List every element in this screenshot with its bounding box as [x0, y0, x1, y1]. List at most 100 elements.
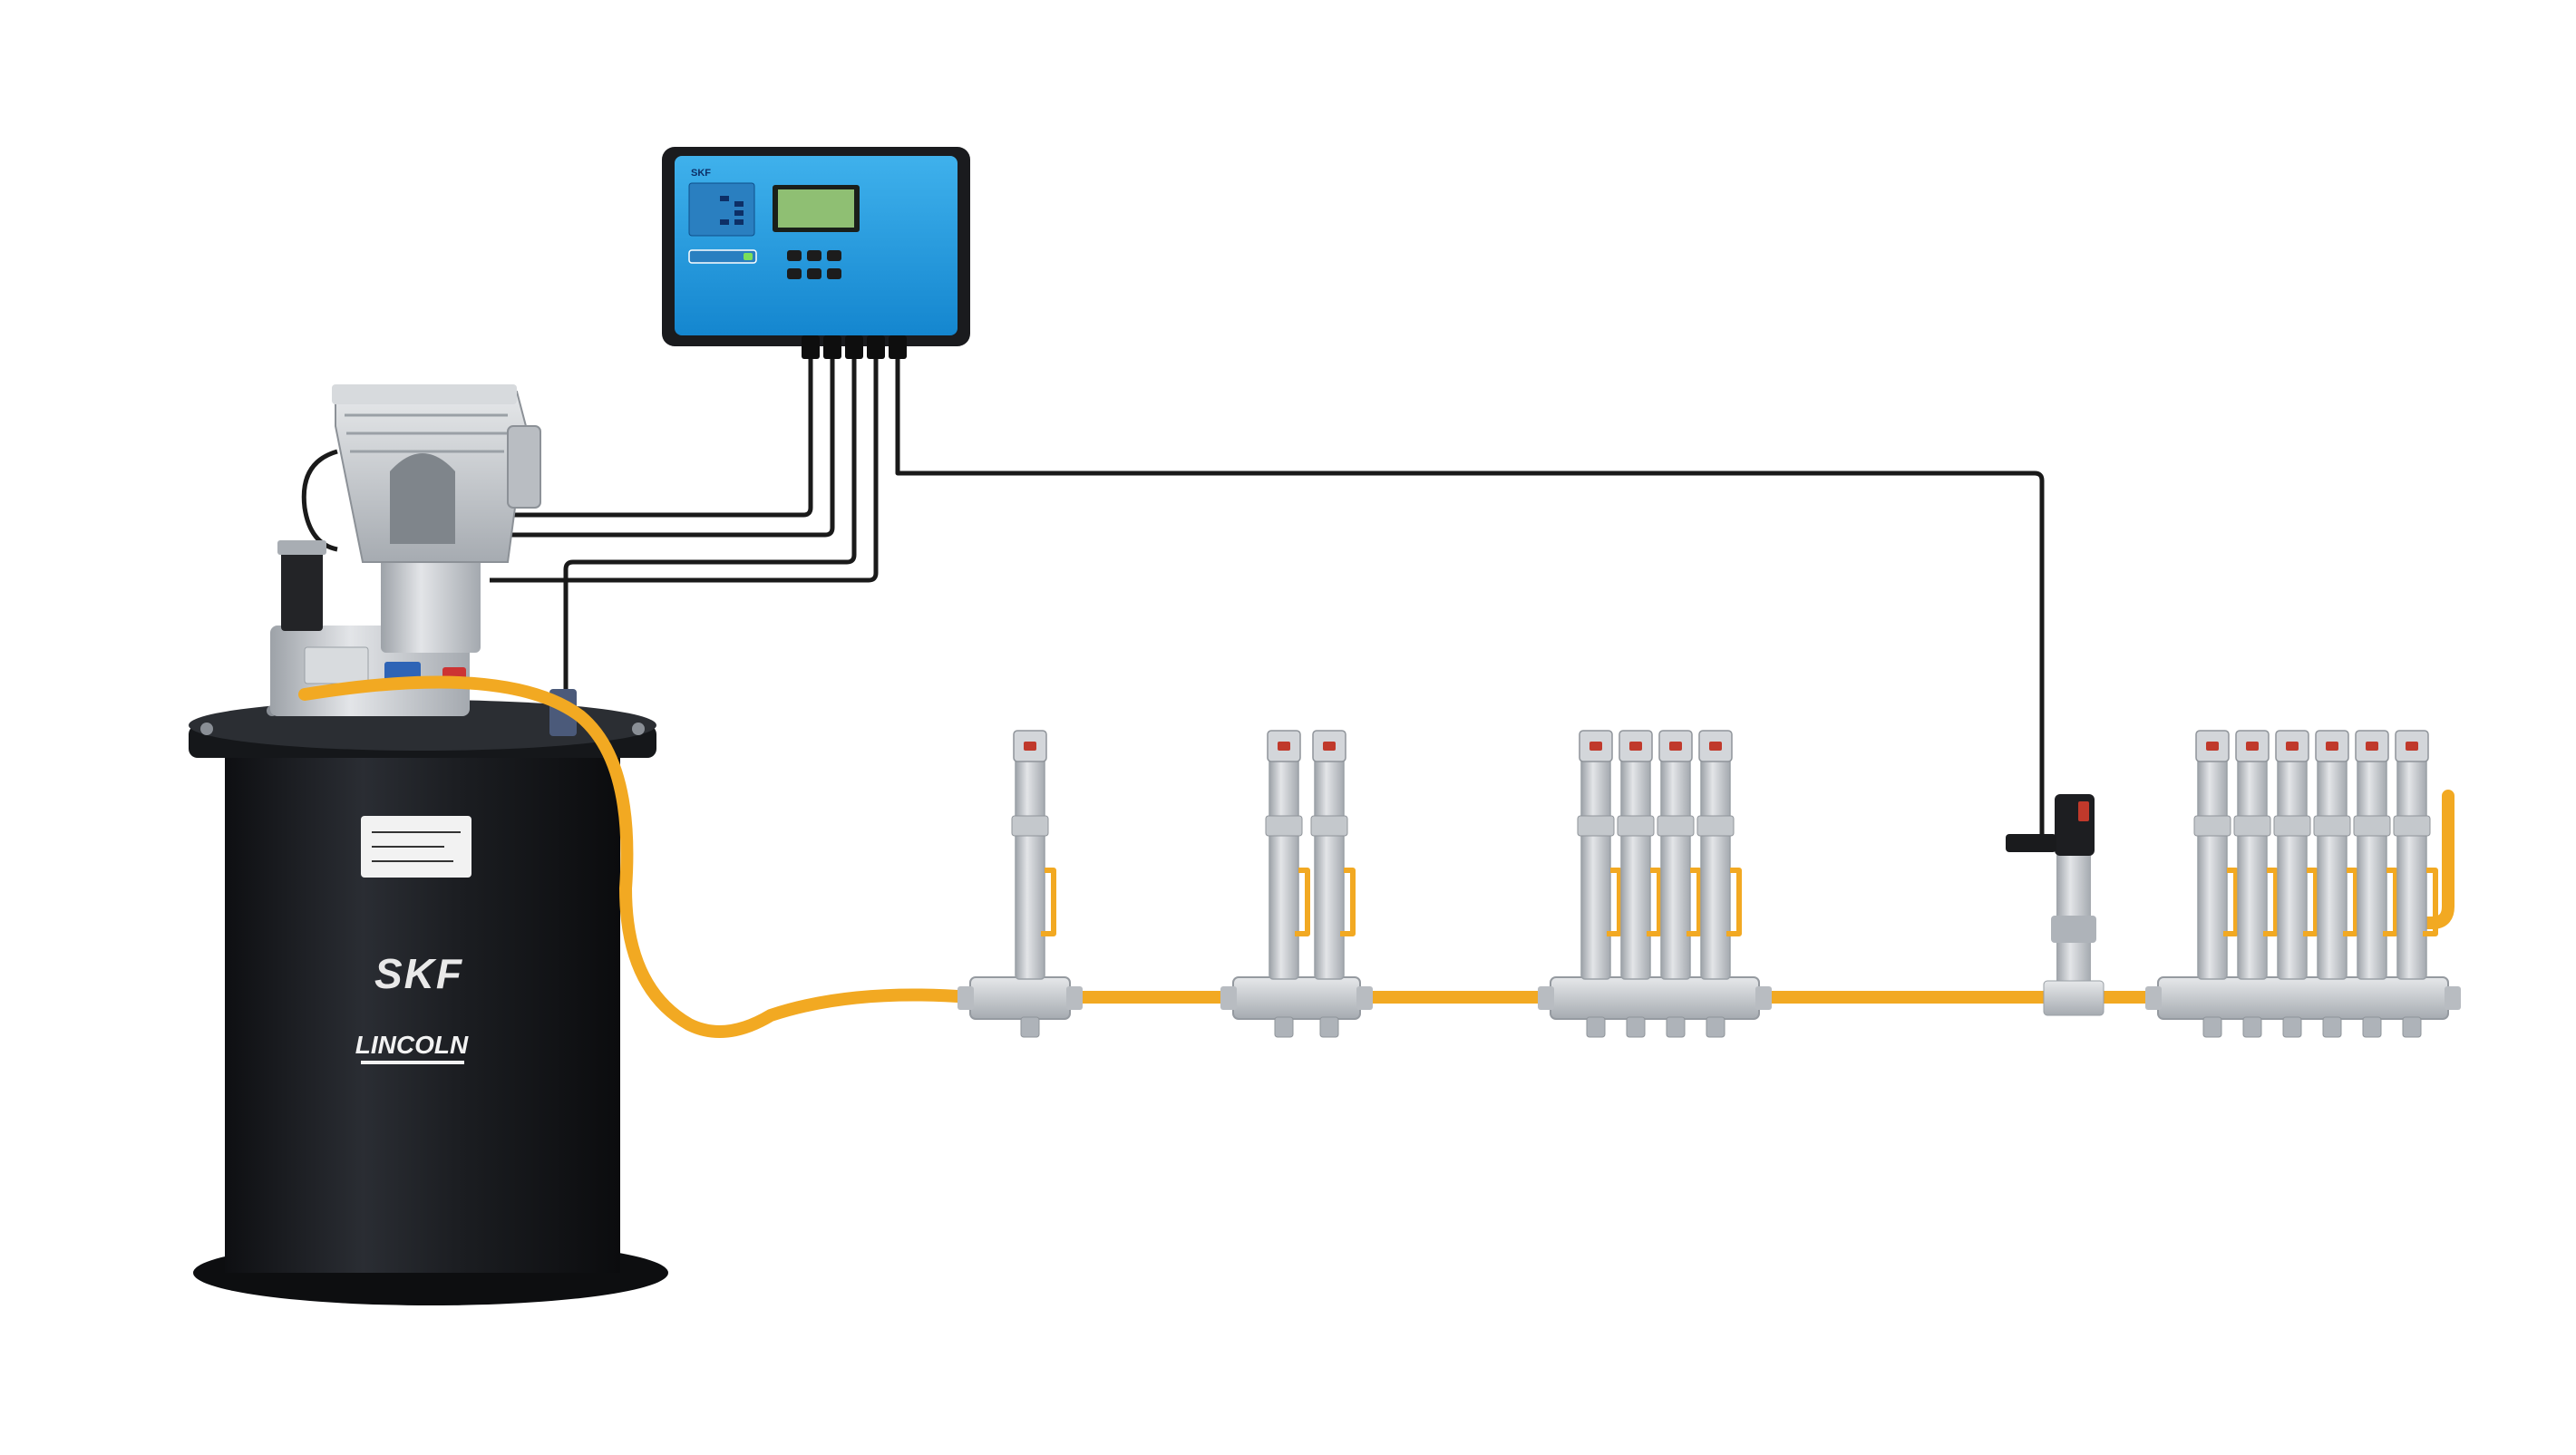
controller-brand: SKF — [691, 168, 711, 179]
injector-outlet-tube — [1647, 868, 1662, 936]
injector-body — [2277, 752, 2308, 980]
injector-outlet-tube — [2303, 868, 2318, 936]
injector-outlet-fitting — [2282, 1016, 2302, 1038]
key-3 — [827, 250, 841, 261]
key-1 — [787, 250, 802, 261]
pump-motor-lower — [381, 544, 481, 653]
injector-indicator — [1278, 742, 1290, 751]
key-2 — [807, 250, 821, 261]
pump-brand-logo: SKF — [374, 950, 463, 997]
injector-outlet-fitting — [1706, 1016, 1725, 1038]
pressure-switch-indicator — [2078, 801, 2089, 821]
injector-nut — [1696, 815, 1735, 837]
injector-body — [1314, 752, 1345, 980]
injector-indicator — [2326, 742, 2338, 751]
manifold-end-cap — [1755, 986, 1772, 1010]
injector-body — [1700, 752, 1731, 980]
injector-outlet-tube — [1726, 868, 1742, 936]
injector — [1577, 730, 1622, 1038]
controller-status-led — [744, 253, 753, 260]
controller-status-strip — [688, 249, 757, 264]
supply-line-branch — [2406, 790, 2454, 929]
injector-indicator — [1709, 742, 1722, 751]
injector-outlet-fitting — [2402, 1016, 2422, 1038]
injector-body — [2197, 752, 2228, 980]
pressure-switch-nut — [2051, 916, 2096, 943]
injector-nut — [2313, 815, 2351, 837]
manifold-end-cap — [2445, 986, 2461, 1010]
controller-cable-glands — [802, 335, 907, 359]
injector-indicator — [1323, 742, 1336, 751]
injector — [1310, 730, 1356, 1038]
injector — [1011, 730, 1056, 1038]
cable-to-pump-mid — [490, 349, 835, 538]
injector-nut — [1265, 815, 1303, 837]
key-5 — [807, 268, 821, 279]
injector — [2353, 730, 2398, 1038]
injector-nut — [2273, 815, 2311, 837]
injector-nut — [1617, 815, 1655, 837]
key-6 — [827, 268, 841, 279]
injector-body — [1015, 752, 1045, 980]
injector-outlet-tube — [2383, 868, 2398, 936]
injector-manifold — [969, 976, 1071, 1020]
injector — [2393, 730, 2438, 1038]
injector-outlet-fitting — [2362, 1016, 2382, 1038]
injector — [2233, 730, 2279, 1038]
manifold-end-cap — [2145, 986, 2162, 1010]
injector-outlet-tube — [1687, 868, 1702, 936]
injector-block-2 — [1220, 730, 1373, 1038]
cable-to-pump-top — [490, 349, 813, 518]
pump-motor-cap — [332, 384, 517, 404]
injector-manifold — [2157, 976, 2449, 1020]
controller-lcd-screen — [778, 189, 854, 228]
injector-nut — [1577, 815, 1615, 837]
cable-to-pump-low — [563, 349, 857, 689]
injector-block-1 — [957, 730, 1083, 1038]
injector-nut — [2193, 815, 2231, 837]
manifold-end-cap — [1538, 986, 1554, 1010]
injector-indicator — [1024, 742, 1036, 751]
injector-nut — [1310, 815, 1348, 837]
injector-outlet-fitting — [1586, 1016, 1606, 1038]
injector-indicator — [2406, 742, 2418, 751]
injector-manifold — [1550, 976, 1760, 1020]
controller-indicator-panel — [688, 182, 755, 237]
pump-sub-brand-logo: LINCOLN — [355, 1031, 469, 1059]
cable-to-pressure-switch — [895, 349, 2045, 851]
injector-outlet-fitting — [2202, 1016, 2222, 1038]
injector-body — [2396, 752, 2427, 980]
injector-block-3 — [1538, 730, 1772, 1038]
injector-block-4 — [2145, 730, 2461, 1038]
injector-body — [2317, 752, 2348, 980]
injector-body — [1269, 752, 1299, 980]
injector — [2313, 730, 2358, 1038]
injector-outlet-fitting — [1020, 1016, 1040, 1038]
pump-motor-fins — [345, 413, 508, 453]
pressure-switch — [2006, 794, 2105, 1016]
injector-outlet-tube — [2223, 868, 2239, 936]
injector-nut — [1657, 815, 1695, 837]
controller-keypad — [787, 250, 841, 279]
injector-outlet-tube — [2423, 868, 2438, 936]
injector-body — [1620, 752, 1651, 980]
injector-indicator — [2366, 742, 2378, 751]
injector-outlet-fitting — [1319, 1016, 1339, 1038]
injector-outlet-fitting — [2242, 1016, 2262, 1038]
key-4 — [787, 268, 802, 279]
injector-outlet-fitting — [2322, 1016, 2342, 1038]
injector-outlet-tube — [1607, 868, 1622, 936]
injector-outlet-tube — [1041, 868, 1056, 936]
injector-nut — [2353, 815, 2391, 837]
injector-indicator — [1589, 742, 1602, 751]
injector — [1265, 730, 1310, 1038]
pressure-switch-connector — [2006, 834, 2056, 852]
injector — [1696, 730, 1742, 1038]
supply-line-from-pump — [298, 675, 977, 1038]
injector-outlet-tube — [2343, 868, 2358, 936]
injector-indicator — [2286, 742, 2299, 751]
cable-motor-loop — [301, 449, 338, 552]
injector — [1657, 730, 1702, 1038]
